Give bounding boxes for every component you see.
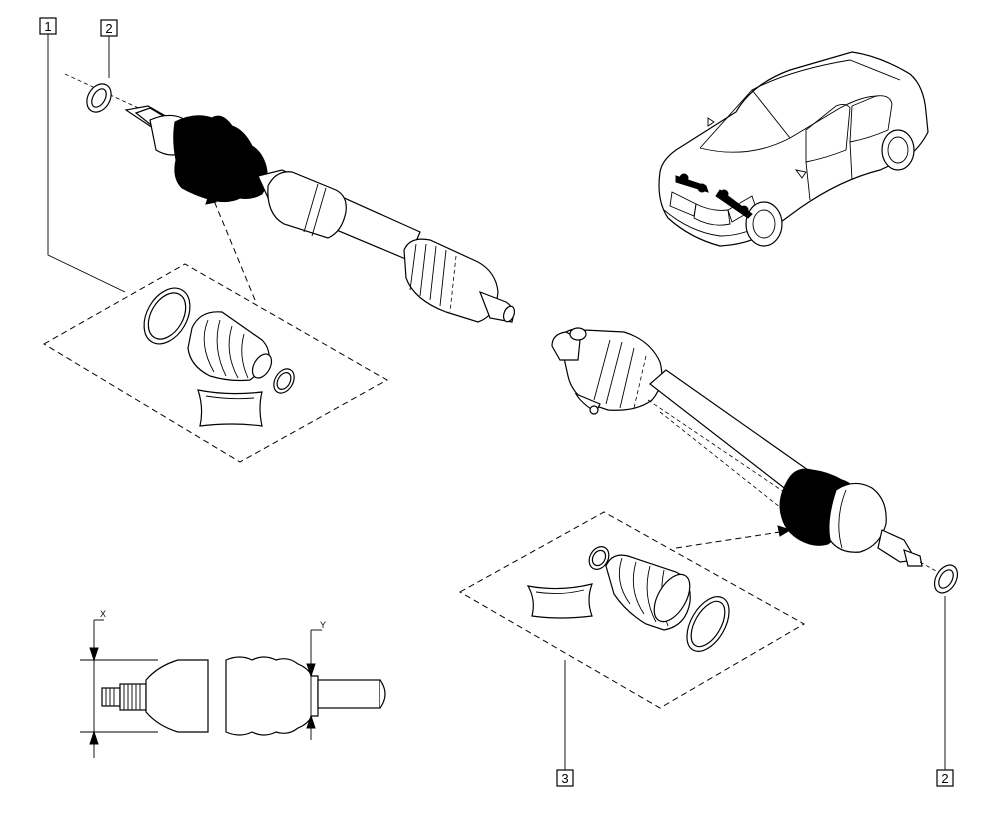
right-driveshaft bbox=[551, 327, 959, 594]
boot-section bbox=[225, 656, 319, 736]
kit-3-grease-sachet bbox=[526, 583, 593, 619]
gearbox-joint-left bbox=[403, 238, 499, 323]
repair-kit-1[interactable] bbox=[43, 263, 389, 463]
kit-1-arrow bbox=[205, 190, 256, 301]
damper-sleeve-left bbox=[267, 171, 347, 239]
kit-3-bellows-boot bbox=[605, 554, 691, 631]
callout-2-top[interactable]: 2 bbox=[100, 19, 118, 37]
circlip-ring-top bbox=[86, 83, 112, 113]
wheel-side-boot-left-black bbox=[173, 115, 268, 203]
dimension-x-label: X bbox=[100, 609, 106, 619]
callout-3[interactable]: 3 bbox=[556, 769, 574, 787]
circlip-ring-bottom bbox=[933, 564, 959, 594]
callout-3-label: 3 bbox=[561, 771, 568, 786]
callout-1[interactable]: 1 bbox=[39, 17, 57, 35]
kit-3-arrow bbox=[675, 525, 792, 549]
kit-1-large-clamp-ring bbox=[143, 287, 191, 345]
threaded-stub bbox=[101, 683, 147, 711]
callout-2-top-label: 2 bbox=[105, 21, 112, 36]
right-shaft-tube bbox=[649, 369, 809, 495]
callout-1-leader bbox=[47, 34, 126, 293]
kit-1-bellows-boot bbox=[187, 311, 273, 382]
shaft-stub bbox=[317, 679, 381, 709]
left-driveshaft bbox=[64, 73, 516, 323]
wheel-joint-right bbox=[828, 482, 887, 553]
kit-1-grease-sachet bbox=[197, 389, 263, 427]
bell-housing bbox=[145, 659, 209, 733]
repair-kit-3[interactable] bbox=[458, 511, 806, 709]
callout-1-label: 1 bbox=[44, 19, 51, 34]
kit-3-large-clamp-ring bbox=[686, 596, 730, 652]
kit-3-small-clamp-ring bbox=[588, 546, 610, 570]
callout-2-bottom[interactable]: 2 bbox=[936, 769, 954, 787]
dimension-detail: X Y bbox=[80, 609, 386, 758]
car-illustration bbox=[658, 51, 929, 247]
dimension-y-label: Y bbox=[320, 620, 326, 630]
kit-1-small-clamp-ring bbox=[273, 368, 295, 394]
callout-2-bottom-label: 2 bbox=[941, 771, 948, 786]
